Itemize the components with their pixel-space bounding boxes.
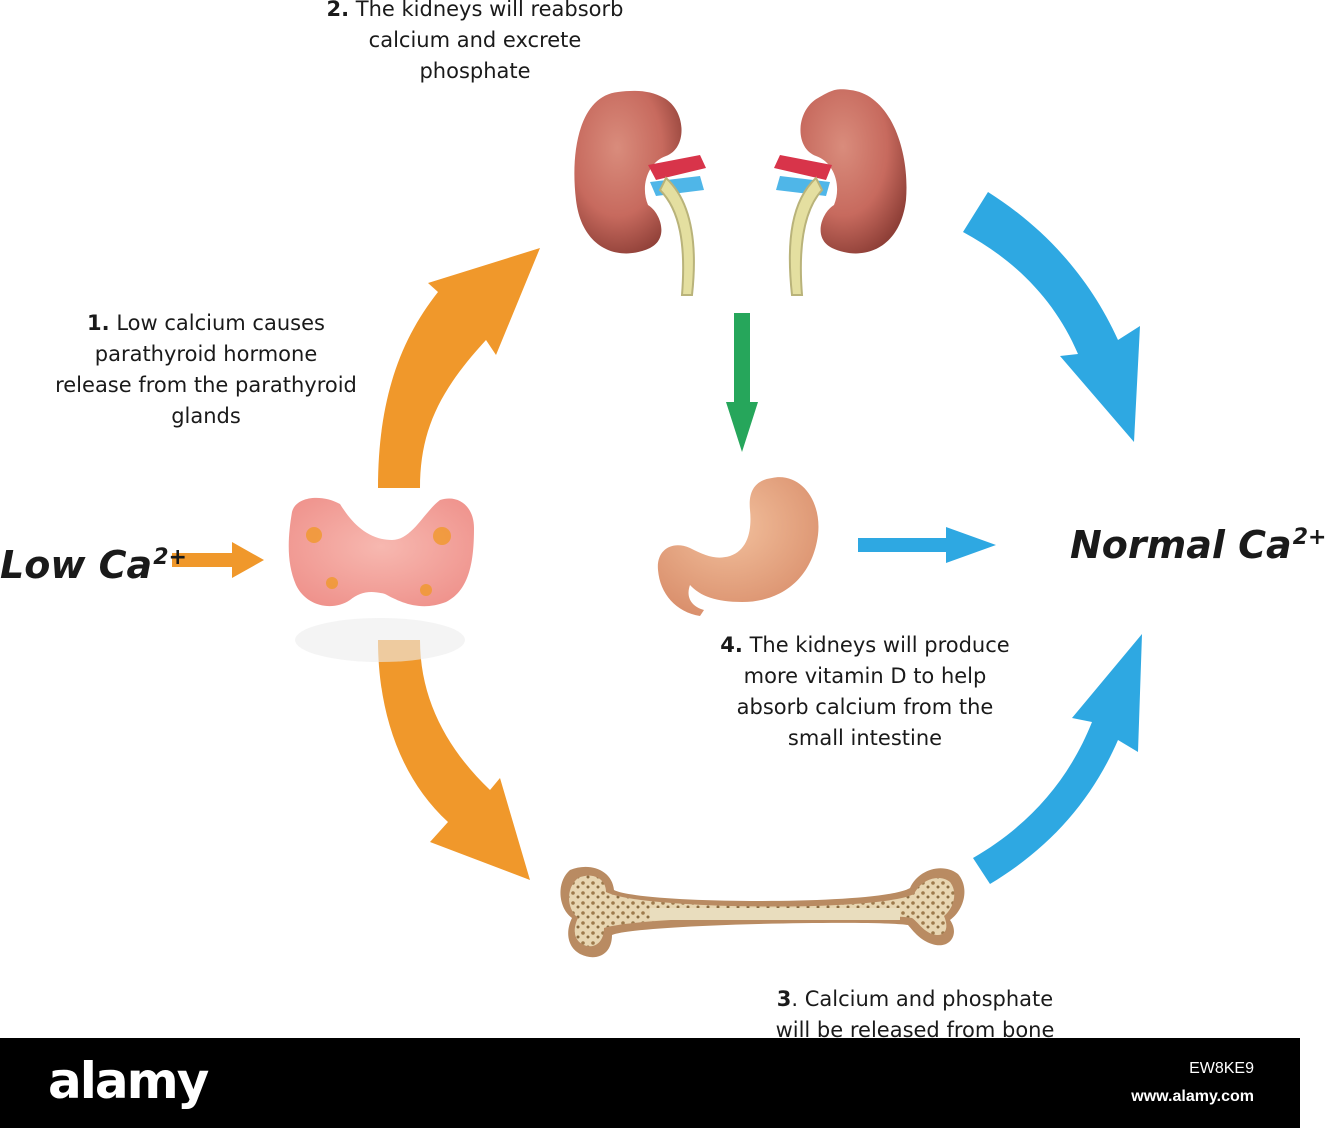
alamy-logo: alamy <box>48 1052 209 1110</box>
step-2-line-1: The kidneys will reabsorb <box>355 0 624 21</box>
step-3-line-1: . Calcium and phosphate <box>791 987 1054 1011</box>
label-step-2: 2. The kidneys will reabsorb calcium and… <box>320 0 630 87</box>
low-calcium-label: Low Ca2+ <box>0 536 187 587</box>
low-calcium-text: Low Ca <box>0 543 153 587</box>
right-kidney <box>774 89 907 296</box>
step-1-line-4: glands <box>171 404 241 428</box>
watermark-footer: alamy EW8KE9 www.alamy.com <box>0 1038 1300 1128</box>
label-step-4: 4. The kidneys will produce more vitamin… <box>710 630 1020 754</box>
step-1-line-3: release from the parathyroid <box>55 373 357 397</box>
step-2-line-2: calcium and excrete <box>368 28 582 52</box>
stomach <box>657 477 819 616</box>
arrow-low-orange <box>172 542 264 578</box>
arrow-down-orange <box>378 640 530 880</box>
low-calcium-superscript: 2+ <box>153 545 187 570</box>
step-4-line-2: more vitamin D to help <box>743 664 987 688</box>
diagram-artwork <box>172 89 1142 958</box>
step-1-line-1: Low calcium causes <box>116 311 325 335</box>
step-3-number: 3 <box>776 987 792 1011</box>
label-step-3: 3. Calcium and phosphate will be release… <box>760 984 1070 1046</box>
normal-calcium-superscript: 2+ <box>1292 525 1326 550</box>
arrow-stomach-blue <box>858 527 996 563</box>
bone <box>560 866 965 958</box>
arrow-kidney-blue <box>963 192 1140 442</box>
label-step-1: 1. Low calcium causes parathyroid hormon… <box>50 308 362 432</box>
arrow-up-orange <box>378 248 540 488</box>
step-4-number: 4. <box>720 633 743 657</box>
step-4-line-4: small intestine <box>787 726 943 750</box>
step-4-line-3: absorb calcium from the <box>736 695 994 719</box>
left-kidney <box>574 90 706 296</box>
step-2-number: 2. <box>326 0 350 21</box>
site-url: www.alamy.com <box>1131 1088 1254 1105</box>
parathyroid-gland <box>288 497 474 662</box>
arrow-green <box>726 313 758 452</box>
step-1-number: 1. <box>87 311 110 335</box>
image-id: EW8KE9 <box>1189 1060 1254 1077</box>
normal-calcium-label: Normal Ca2+ <box>1070 516 1326 567</box>
normal-calcium-text: Normal Ca <box>1070 523 1292 567</box>
step-2-line-3: phosphate <box>419 59 531 83</box>
arrow-bone-blue <box>973 634 1142 884</box>
step-4-line-1: The kidneys will produce <box>749 633 1010 657</box>
step-1-line-2: parathyroid hormone <box>94 342 318 366</box>
